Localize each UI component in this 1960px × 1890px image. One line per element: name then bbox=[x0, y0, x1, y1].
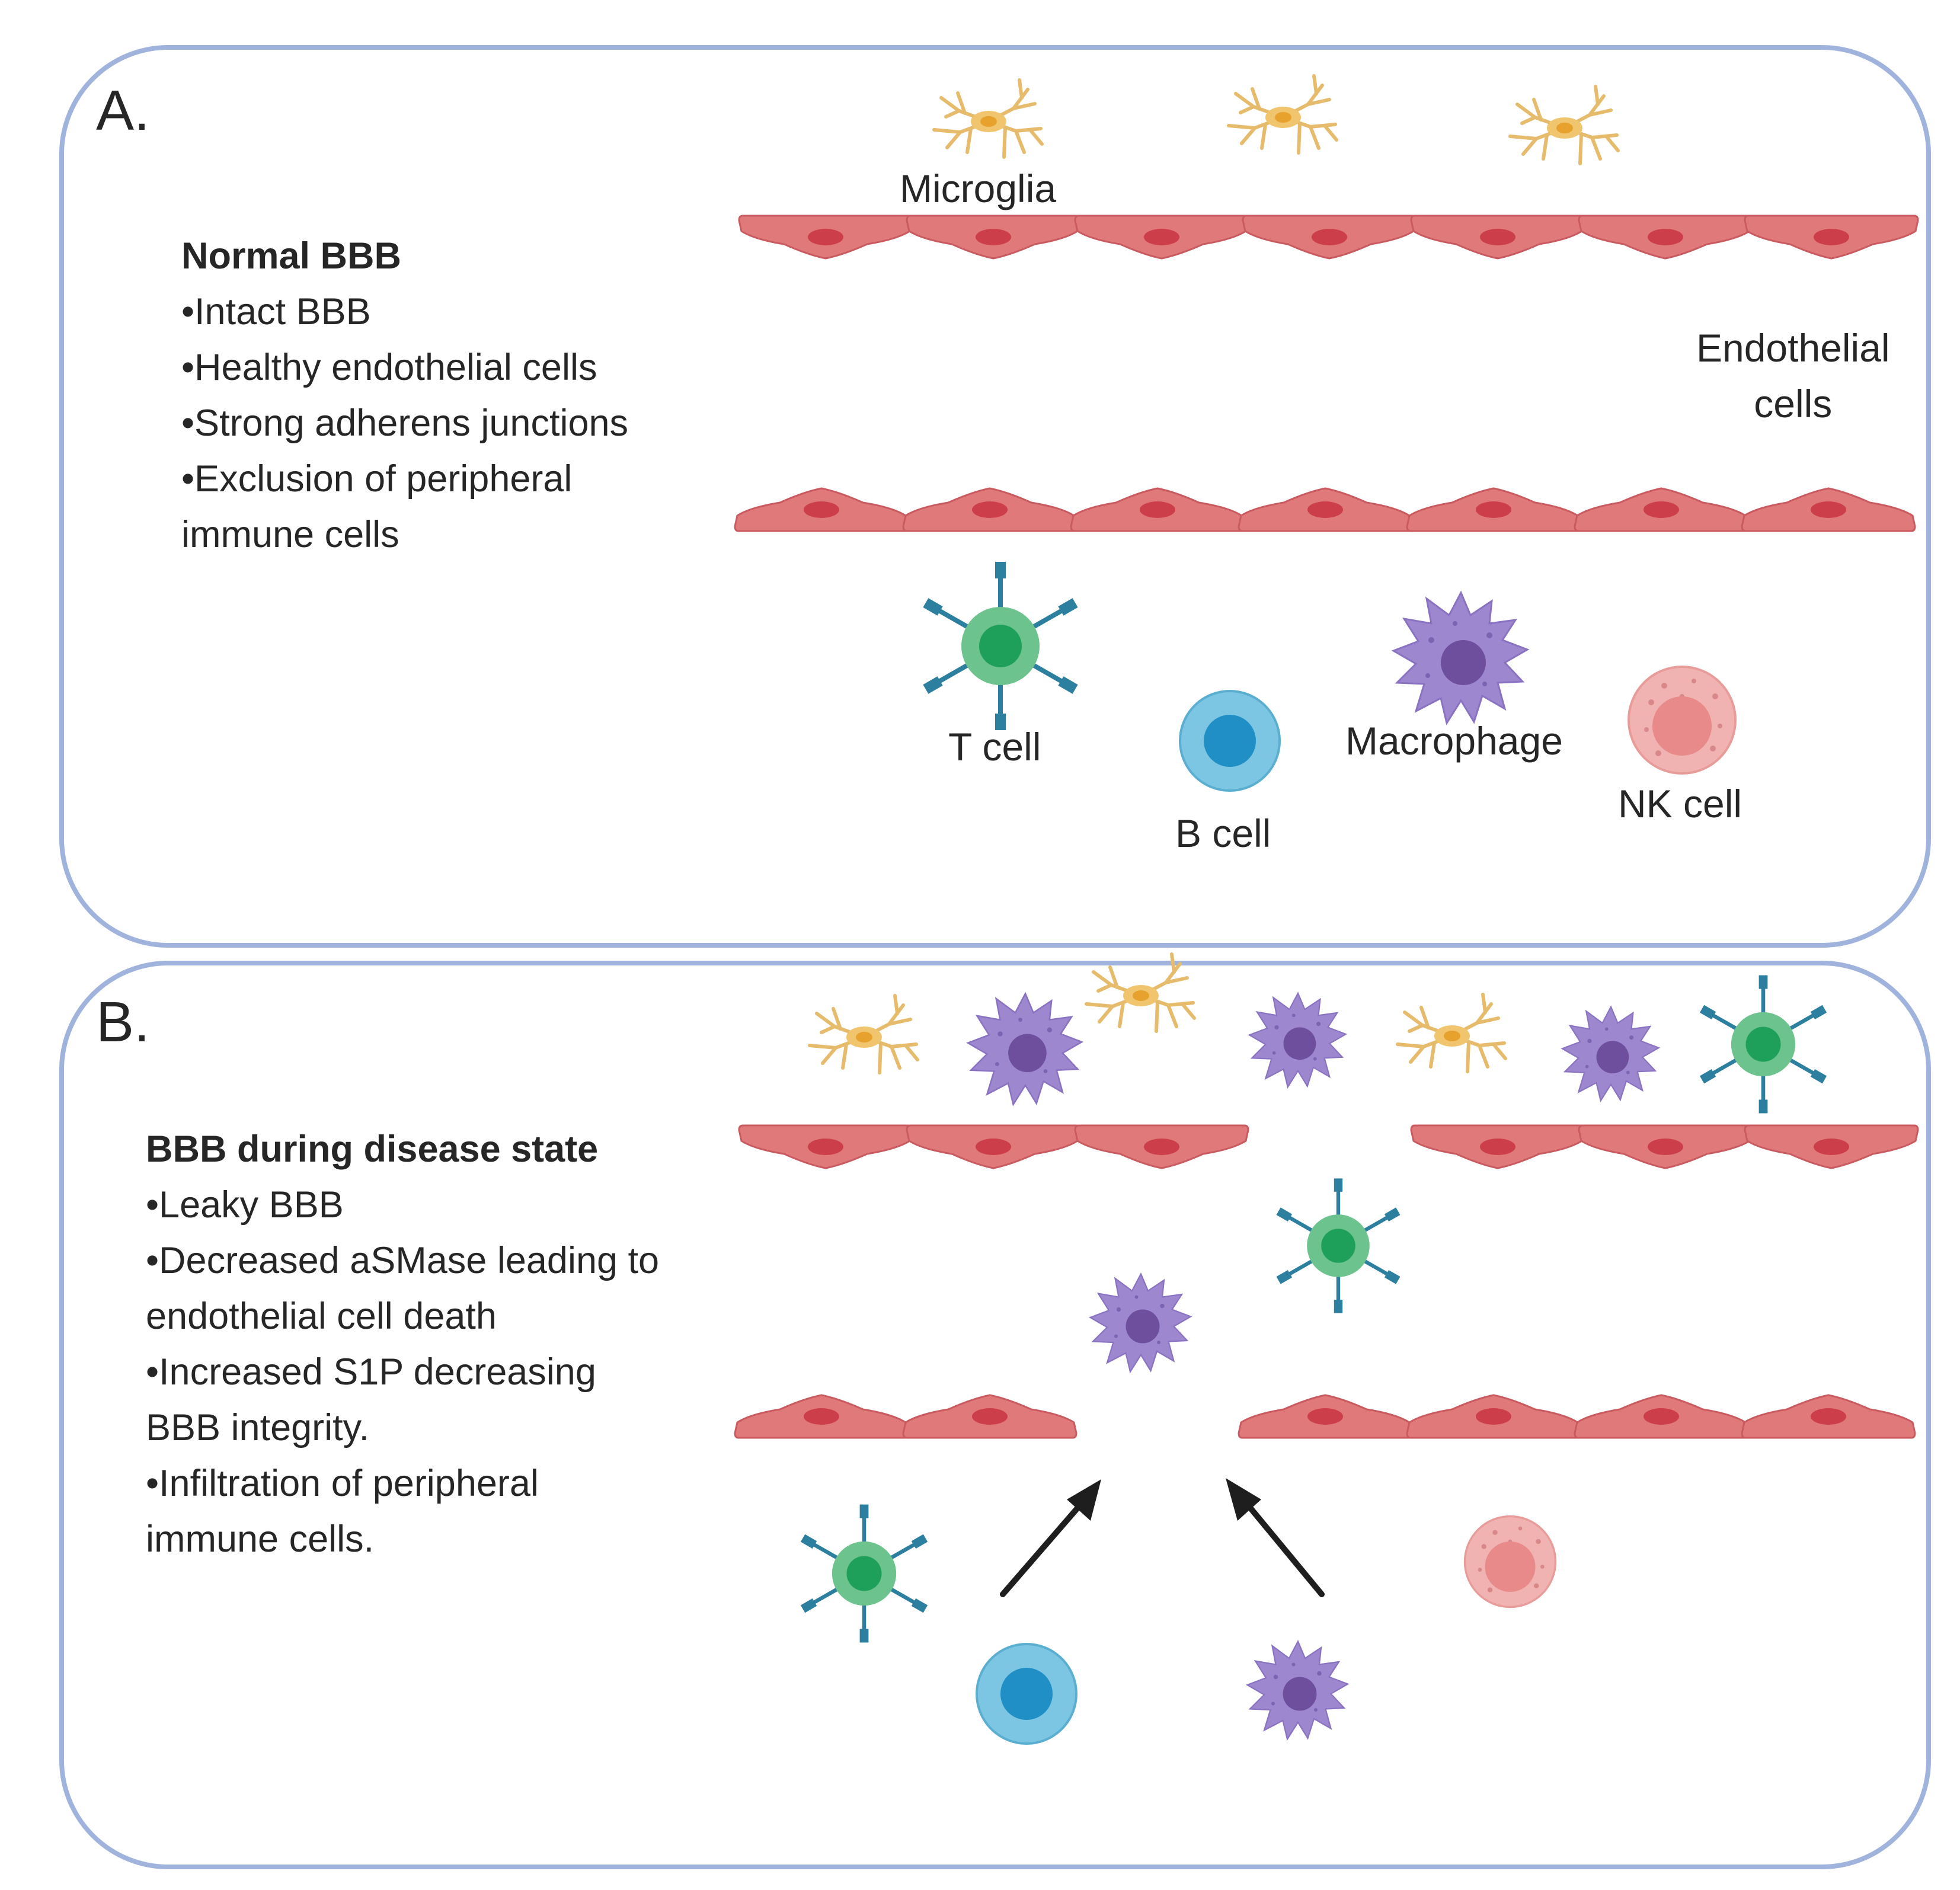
panel-b-bullet: •Increased S1P decreasing BBB integrity. bbox=[146, 1351, 596, 1448]
panel-a-immune-cells bbox=[923, 562, 1737, 792]
endothelial-cell-icon bbox=[738, 215, 913, 260]
endothelial-cell-icon bbox=[738, 1124, 913, 1169]
endothelial-cell-icon bbox=[902, 1394, 1077, 1439]
endothelial-cell-icon bbox=[906, 1124, 1081, 1169]
b-cell-label: B cell bbox=[1175, 811, 1271, 855]
panel-a-bullet: •Intact BBB bbox=[181, 291, 371, 332]
b-cell-icon bbox=[1179, 690, 1281, 792]
endothelial-cell-icon bbox=[1744, 215, 1919, 260]
endothelial-cell-icon bbox=[1741, 1394, 1916, 1439]
endothelial-cell-icon bbox=[1242, 215, 1417, 260]
nk-cell-icon bbox=[1463, 1515, 1557, 1608]
endothelial-cell-icon bbox=[906, 215, 1081, 260]
panel-a-border bbox=[59, 45, 1931, 948]
panel-b-heading: BBB during disease state bbox=[146, 1128, 599, 1170]
panel-a-heading: Normal BBB bbox=[181, 235, 402, 277]
endothelial-cell-icon bbox=[1578, 1124, 1753, 1169]
panel-b-bullet: •Leaky BBB bbox=[146, 1184, 344, 1226]
panel-b-letter: B. bbox=[96, 990, 150, 1054]
panel-a-microglia bbox=[934, 76, 1618, 164]
endothelial-cell-icon bbox=[1574, 1394, 1749, 1439]
microglia-icon bbox=[1398, 994, 1505, 1072]
endothelial-label-line: Endothelial bbox=[1696, 326, 1890, 370]
microglia-icon bbox=[1086, 954, 1194, 1031]
t-cell-icon bbox=[923, 562, 1077, 730]
endothelial-cell-icon bbox=[902, 487, 1077, 532]
endothelial-cell-icon bbox=[1410, 215, 1585, 260]
panel-b-bullet: •Decreased aSMase leading to endothelial… bbox=[146, 1240, 660, 1337]
endothelial-cell-icon bbox=[1238, 1394, 1413, 1439]
endothelial-cell-icon bbox=[1070, 487, 1245, 532]
macrophage-label: Macrophage bbox=[1345, 719, 1563, 763]
panel-b-brain-side-cells bbox=[810, 954, 1827, 1113]
endothelial-cell-icon bbox=[1574, 487, 1749, 532]
macrophage-icon bbox=[1089, 1273, 1192, 1373]
microglia-icon bbox=[1229, 76, 1336, 153]
panel-b-description: BBB during disease state •Leaky BBB •Dec… bbox=[146, 1121, 679, 1567]
t-cell-icon bbox=[1700, 976, 1827, 1114]
endothelial-cell-icon bbox=[1238, 487, 1413, 532]
microglia-icon bbox=[1510, 87, 1618, 164]
panel-a-bullet: •Exclusion of peripheral immune cells bbox=[181, 458, 573, 555]
t-cell-icon bbox=[801, 1505, 928, 1643]
t-cell-label: T cell bbox=[948, 725, 1041, 769]
arrow-icon bbox=[1000, 1479, 1101, 1597]
panel-a-description: Normal BBB •Intact BBB •Healthy endothel… bbox=[181, 228, 703, 562]
endothelial-cell-icon bbox=[1406, 487, 1581, 532]
panel-a-endothelium-bottom bbox=[734, 487, 1916, 532]
panel-a-bullet: •Healthy endothelial cells bbox=[181, 347, 597, 388]
panel-b-border bbox=[59, 961, 1931, 1869]
endothelial-label-line: cells bbox=[1754, 382, 1833, 426]
panel-a-endothelium-top bbox=[738, 215, 1919, 260]
endothelial-cell-icon bbox=[1741, 487, 1916, 532]
nk-cell-icon bbox=[1628, 666, 1737, 775]
microglia-icon bbox=[934, 80, 1042, 157]
endothelial-cell-icon bbox=[1406, 1394, 1581, 1439]
macrophage-icon bbox=[1561, 1006, 1660, 1102]
panel-a-bullet: •Strong adherens junctions bbox=[181, 402, 629, 444]
panel-b-endothelium-top bbox=[738, 1124, 1919, 1169]
macrophage-icon bbox=[1246, 1640, 1349, 1740]
panel-b-endothelium-bottom bbox=[734, 1394, 1916, 1439]
microglia-icon bbox=[810, 996, 917, 1073]
macrophage-icon bbox=[1392, 591, 1529, 724]
panel-b-blood-side-cells bbox=[801, 1505, 1557, 1745]
endothelial-label: Endothelial cells bbox=[1696, 320, 1890, 431]
t-cell-icon bbox=[1277, 1178, 1401, 1313]
endothelial-cell-icon bbox=[1578, 215, 1753, 260]
endothelial-cell-icon bbox=[1074, 1124, 1249, 1169]
endothelial-cell-icon bbox=[1744, 1124, 1919, 1169]
macrophage-icon bbox=[1248, 992, 1347, 1088]
endothelial-cell-icon bbox=[734, 1394, 909, 1439]
b-cell-icon bbox=[976, 1643, 1077, 1745]
panel-b-bullet: •Infiltration of peripheral immune cells… bbox=[146, 1463, 539, 1560]
nk-cell-label: NK cell bbox=[1618, 782, 1742, 826]
arrow-icon bbox=[1226, 1478, 1325, 1597]
panel-b-infiltrating-cells bbox=[1089, 1178, 1401, 1373]
microglia-label: Microglia bbox=[900, 167, 1057, 210]
panel-b-infiltration-arrows bbox=[1000, 1478, 1325, 1597]
macrophage-icon bbox=[967, 993, 1083, 1105]
endothelial-cell-icon bbox=[734, 487, 909, 532]
panel-a-letter: A. bbox=[96, 79, 150, 142]
endothelial-cell-icon bbox=[1074, 215, 1249, 260]
endothelial-cell-icon bbox=[1410, 1124, 1585, 1169]
